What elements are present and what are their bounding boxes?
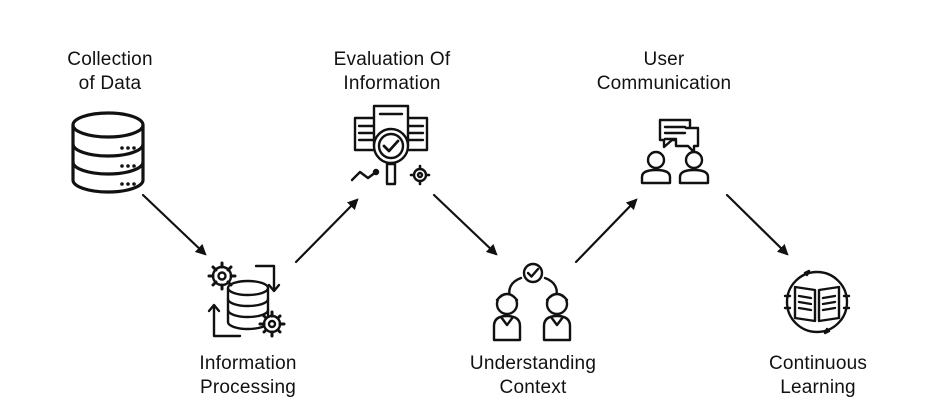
user-communication-icon bbox=[640, 118, 710, 185]
arrow-collection-to-processing bbox=[141, 193, 207, 256]
data-processing-icon bbox=[207, 261, 286, 338]
arrow-communication-to-learning bbox=[725, 193, 789, 256]
arrow-evaluation-to-understanding bbox=[432, 193, 498, 256]
understanding-context-icon bbox=[492, 262, 572, 342]
arrow-understanding-to-communication bbox=[574, 198, 638, 264]
arrow-processing-to-evaluation bbox=[294, 198, 359, 264]
continuous-learning-icon bbox=[783, 269, 851, 335]
evaluation-icon bbox=[350, 104, 431, 186]
database-icon bbox=[71, 111, 145, 194]
